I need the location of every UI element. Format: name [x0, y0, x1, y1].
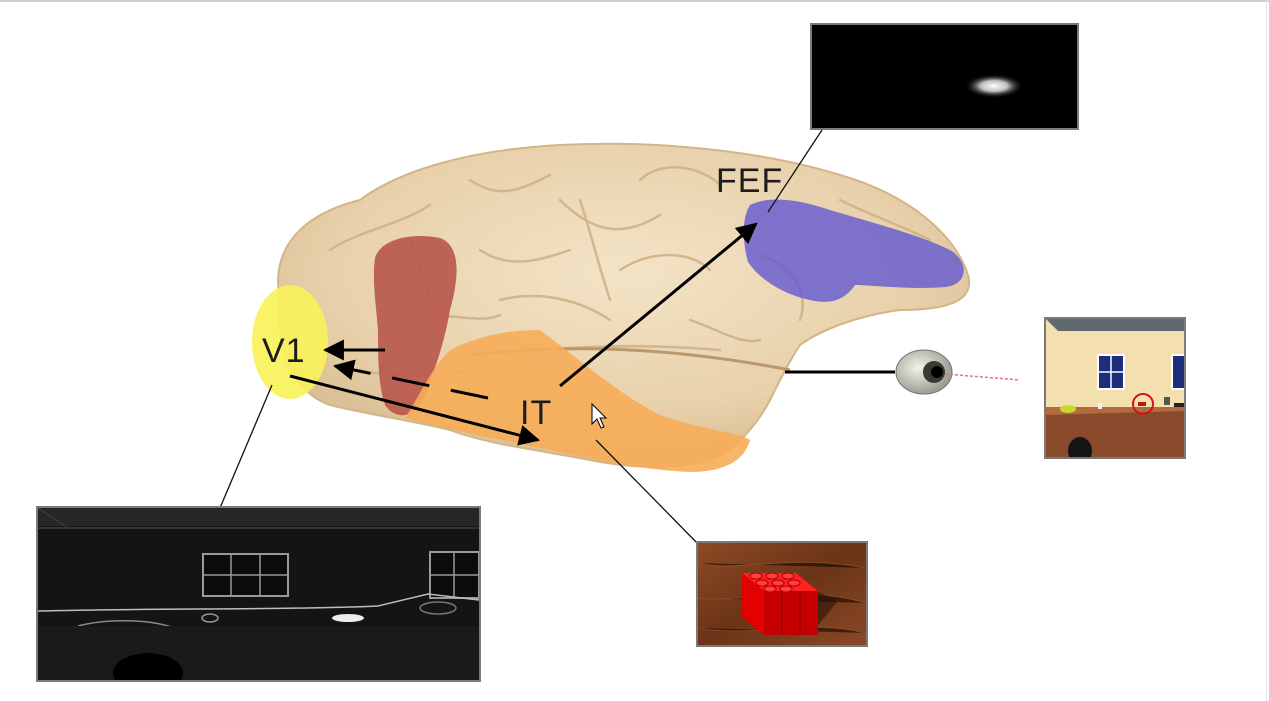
red-brick-image [698, 543, 866, 645]
right-border [1266, 0, 1267, 701]
parietal-region [373, 236, 457, 416]
mouse-cursor-icon [591, 402, 608, 429]
v1-region [252, 285, 328, 399]
arrow-v1-to-it [289, 374, 541, 446]
fef-label: FEF [716, 162, 784, 200]
v1-grayscale-view-inset [36, 506, 481, 682]
v1-label: V1 [262, 332, 306, 370]
it-region [405, 330, 750, 472]
eye-icon [895, 349, 1021, 395]
arrow-it-to-fef [559, 222, 758, 388]
connection-arrows [289, 222, 895, 446]
scene-view-inset [1044, 317, 1186, 459]
it-object-inset [696, 541, 868, 647]
fef-region [743, 199, 964, 302]
saliency-map-image [812, 25, 1077, 128]
top-border [0, 0, 1269, 2]
fef-saliency-map-inset [810, 23, 1079, 130]
inset-connectors [219, 129, 823, 547]
arrow-it-to-v1-dashed [332, 359, 489, 400]
grayscale-room-image [38, 508, 479, 680]
it-label: IT [520, 394, 553, 432]
room-scene-image [1046, 319, 1184, 457]
